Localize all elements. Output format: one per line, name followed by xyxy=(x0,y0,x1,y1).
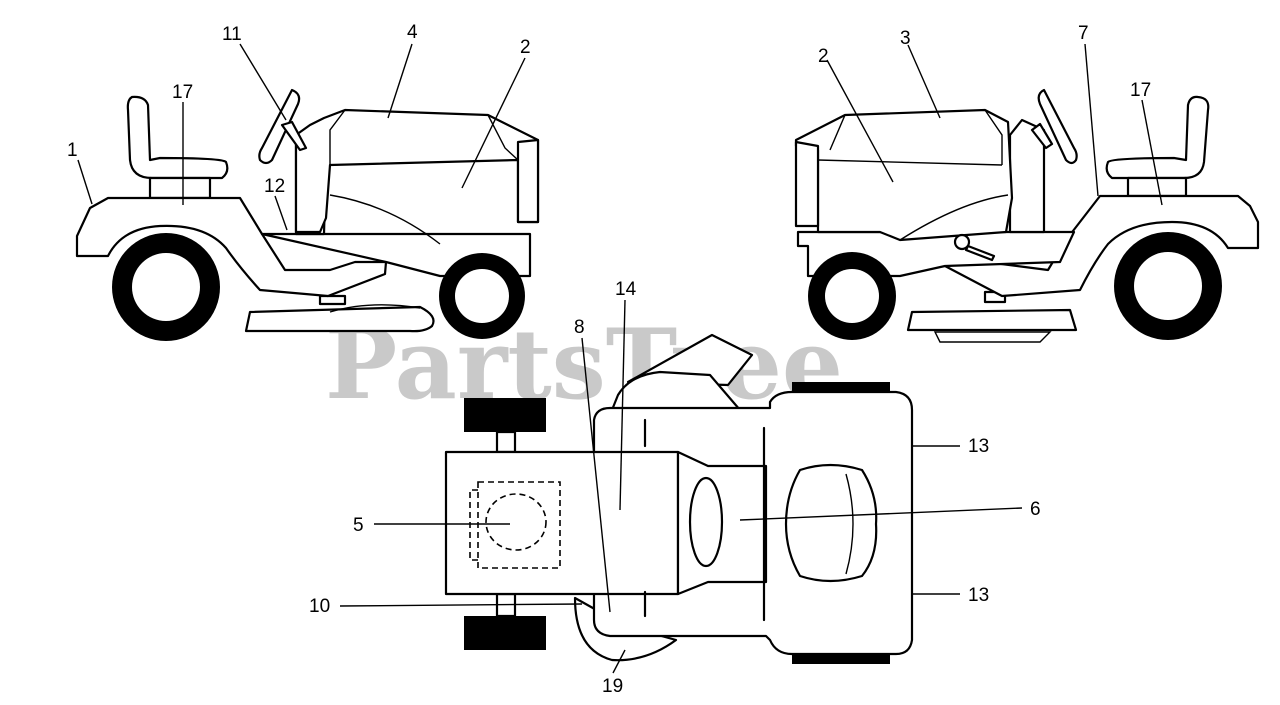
top-hood xyxy=(444,450,680,596)
tractor-right-side-view xyxy=(794,88,1260,343)
top-seat xyxy=(784,463,878,583)
callout-4: 4 xyxy=(407,22,418,43)
callout-numbers: 1 17 11 12 4 2 2 3 7 17 14 8 5 10 6 13 1… xyxy=(67,22,1151,697)
tractor-top-view xyxy=(444,333,914,664)
tractor-left-side-view xyxy=(75,88,540,341)
callout-7: 7 xyxy=(1078,23,1089,44)
callout-8: 8 xyxy=(574,317,585,338)
left-hood xyxy=(294,108,540,234)
callout-5: 5 xyxy=(353,515,364,536)
leader-lines xyxy=(77,43,1163,674)
callout-13-top: 13 xyxy=(968,436,989,457)
callout-12: 12 xyxy=(264,176,285,197)
right-hood xyxy=(794,108,1014,242)
top-front-wheel-lower xyxy=(464,616,546,650)
callout-19: 19 xyxy=(602,676,623,697)
callout-13-bottom: 13 xyxy=(968,585,989,606)
callout-2-right: 2 xyxy=(818,46,829,67)
callout-10: 10 xyxy=(309,596,330,617)
right-seat xyxy=(1105,95,1210,180)
left-body xyxy=(75,196,388,298)
left-steering-wheel xyxy=(258,88,301,165)
right-steering-wheel xyxy=(1037,88,1078,165)
top-front-wheel-upper xyxy=(464,398,546,432)
callout-17-right: 17 xyxy=(1130,80,1151,101)
callout-11: 11 xyxy=(222,24,242,45)
callout-17-left: 17 xyxy=(172,82,193,103)
left-seat xyxy=(126,95,229,180)
callout-3: 3 xyxy=(900,28,911,49)
callout-6: 6 xyxy=(1030,499,1041,520)
callout-2-left: 2 xyxy=(520,37,531,58)
callout-1: 1 xyxy=(67,140,78,161)
left-mower-deck xyxy=(244,305,435,333)
callout-14: 14 xyxy=(615,279,637,300)
right-mower-deck xyxy=(906,308,1078,332)
